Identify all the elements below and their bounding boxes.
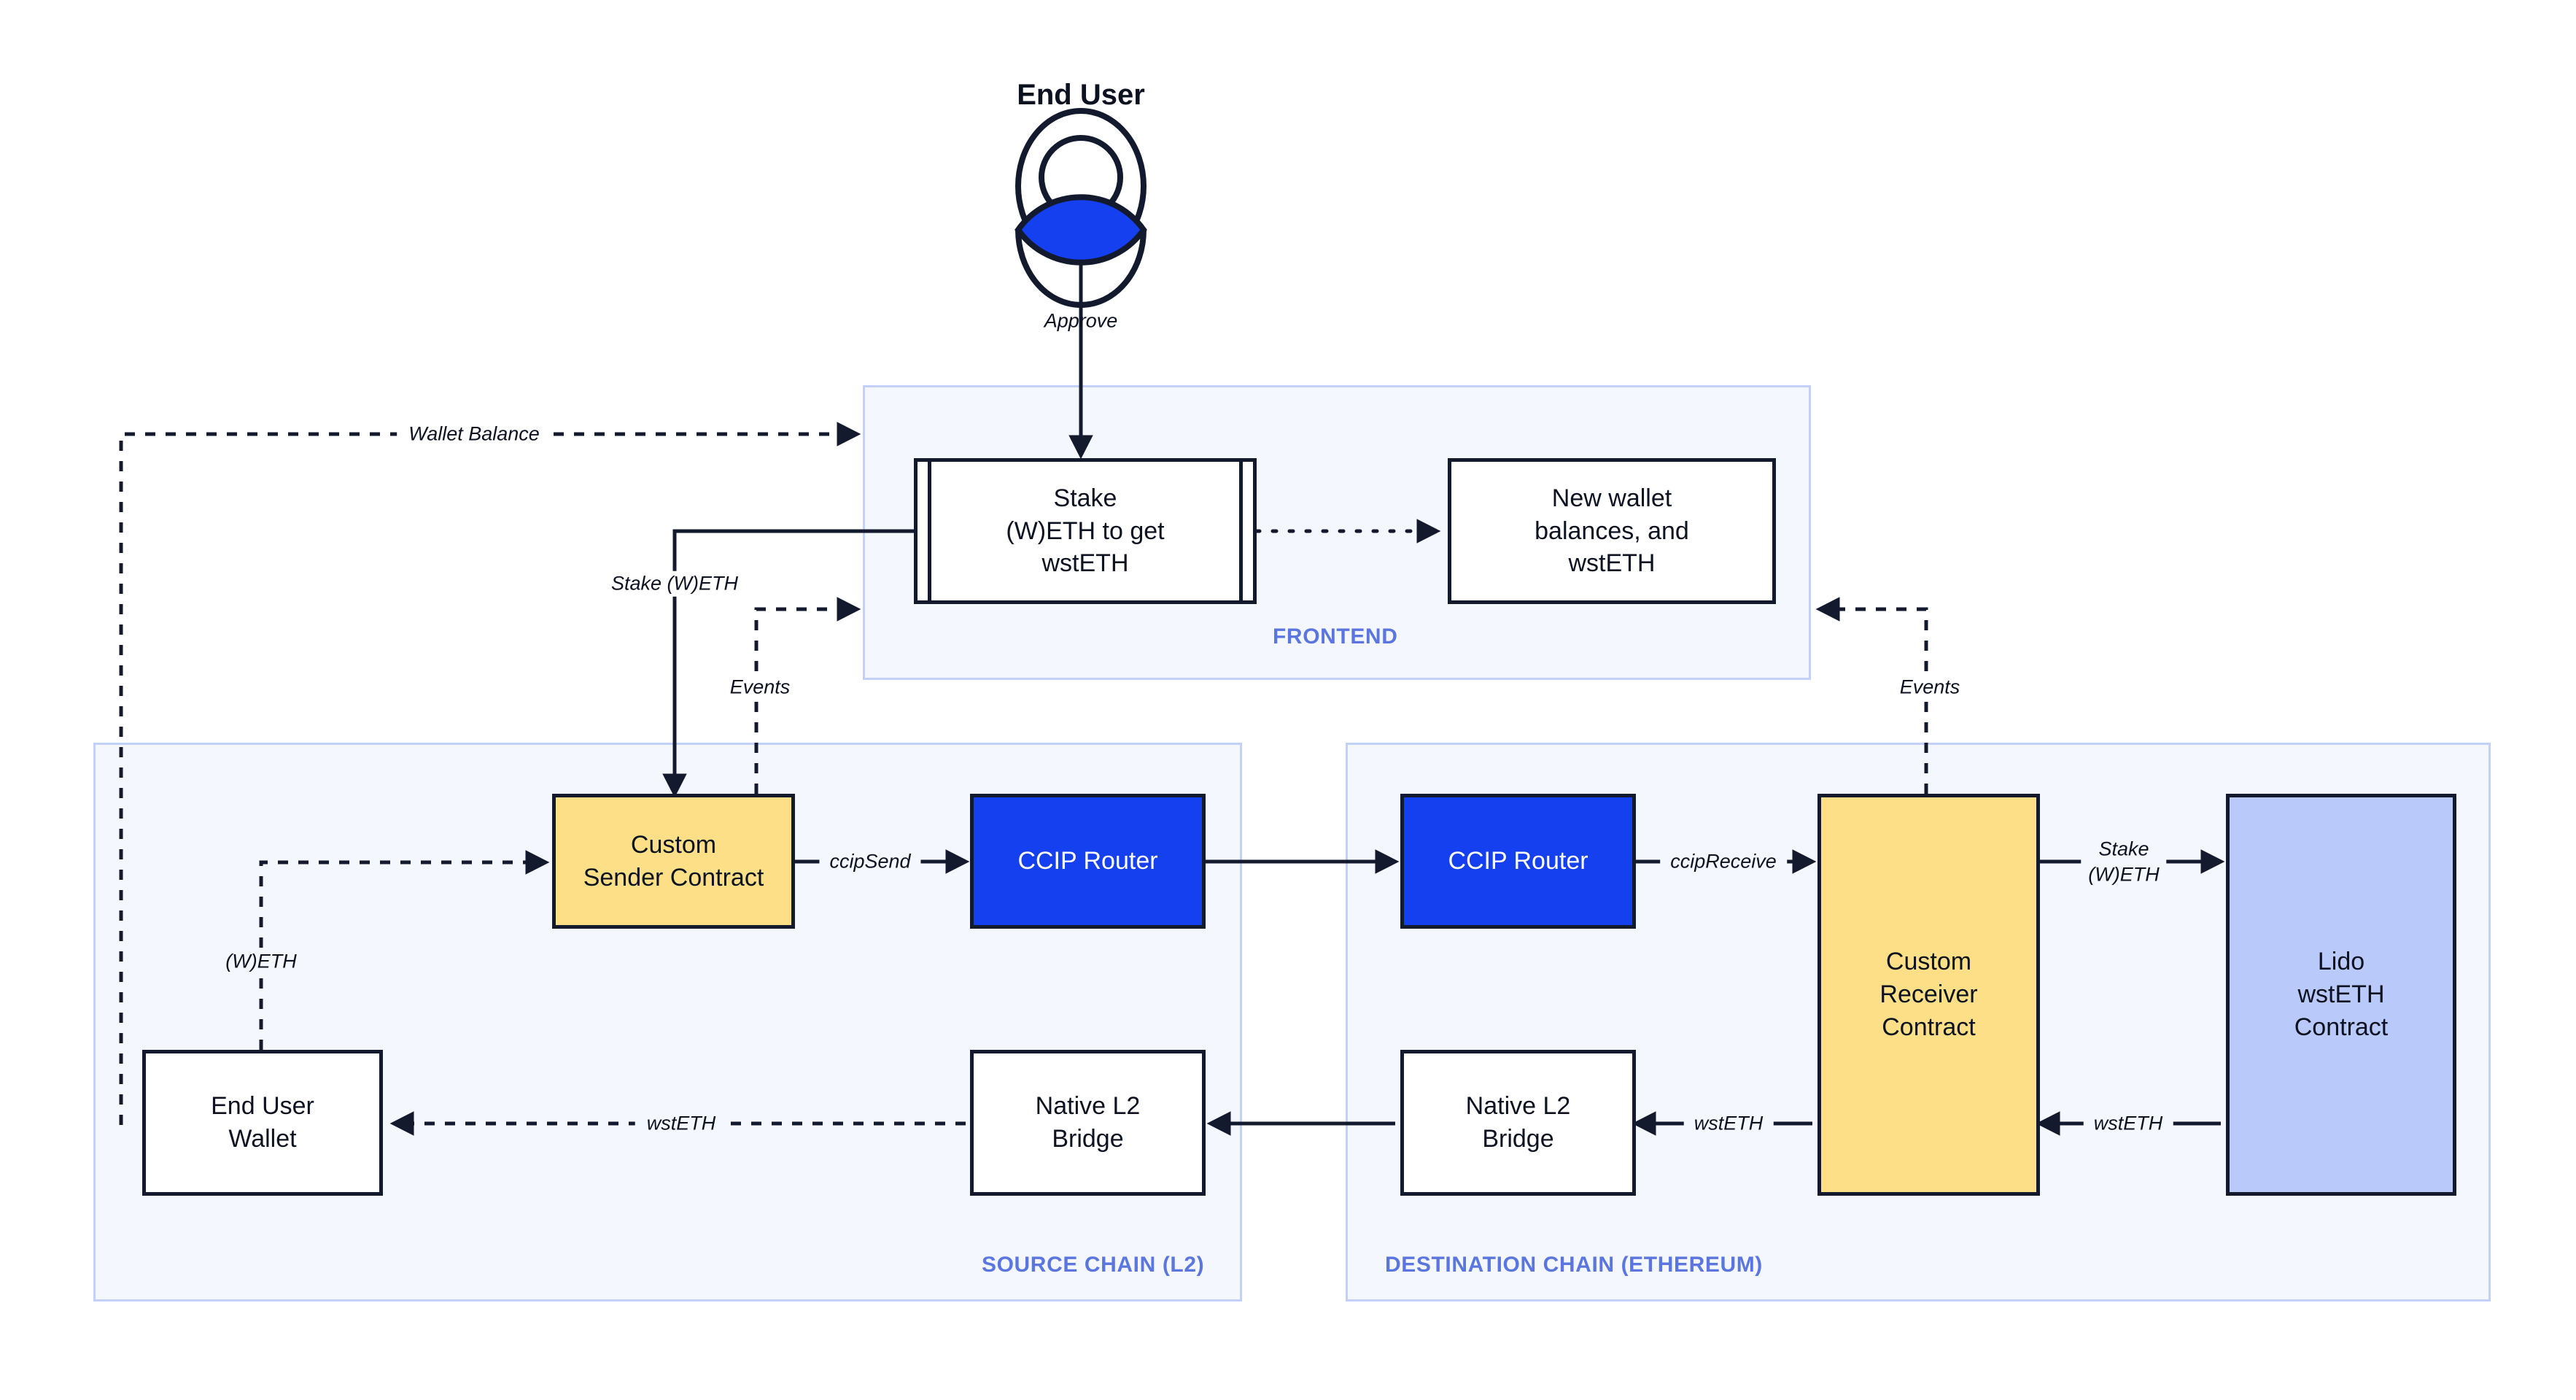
node-ccip-router-source[interactable]: CCIP Router	[970, 794, 1206, 929]
node-lido-contract[interactable]: Lido wstETH Contract	[2226, 794, 2456, 1196]
node-receiver-contract[interactable]: Custom Receiver Contract	[1817, 794, 2040, 1196]
edge-events-destination	[1815, 597, 1928, 794]
node-ccip-router-destination[interactable]: CCIP Router	[1400, 794, 1636, 929]
edge-events-source	[754, 597, 861, 794]
node-native-bridge-source[interactable]: Native L2 Bridge	[970, 1050, 1206, 1196]
user-avatar-icon	[1015, 108, 1147, 308]
node-native-bridge-source-label: Native L2 Bridge	[1035, 1092, 1141, 1153]
node-end-user-wallet[interactable]: End User Wallet	[142, 1050, 383, 1196]
node-new-balances-label: New wallet balances, and wstETH	[1535, 484, 1689, 578]
node-stake-ui-label: Stake (W)ETH to get wstETH	[1006, 484, 1165, 578]
node-sender-contract-label: Custom Sender Contract	[583, 830, 764, 892]
node-native-bridge-destination-label: Native L2 Bridge	[1465, 1092, 1571, 1153]
edge-label-weth: (W)ETH	[217, 948, 306, 975]
node-sender-contract[interactable]: Custom Sender Contract	[552, 794, 795, 929]
edge-label-ccip-send: ccipSend	[819, 848, 921, 875]
edge-label-events-destination: Events	[1890, 674, 1969, 700]
edge-stake-weth	[662, 529, 914, 798]
edge-label-wallet-balance: Wallet Balance	[397, 421, 551, 447]
node-native-bridge-destination[interactable]: Native L2 Bridge	[1400, 1050, 1636, 1196]
actor-end-user-label: End User	[1017, 79, 1145, 111]
edge-label-stake-weth-lido: Stake (W)ETH	[2081, 836, 2167, 887]
node-new-balances[interactable]: New wallet balances, and wstETH	[1448, 458, 1776, 604]
node-stake-ui[interactable]: Stake (W)ETH to get wstETH	[914, 458, 1257, 604]
edge-weth	[259, 850, 550, 1050]
node-receiver-contract-label: Custom Receiver Contract	[1879, 948, 1978, 1041]
zone-label-frontend: FRONTEND	[1273, 624, 1398, 649]
edge-label-events-source: Events	[721, 674, 799, 700]
edge-label-wsteth-wallet: wstETH	[635, 1110, 728, 1137]
node-lido-contract-label: Lido wstETH Contract	[2294, 948, 2389, 1041]
edge-label-wsteth-lido: wstETH	[2083, 1110, 2173, 1137]
zone-label-source-chain: SOURCE CHAIN (L2)	[982, 1253, 1205, 1277]
edge-label-approve: Approve	[1044, 309, 1118, 332]
node-ccip-router-source-label: CCIP Router	[1017, 847, 1158, 875]
edge-wallet-balance	[119, 422, 861, 1125]
zone-label-destination-chain: DESTINATION CHAIN (ETHEREUM)	[1385, 1253, 1763, 1277]
node-ccip-router-destination-label: CCIP Router	[1448, 847, 1588, 875]
edge-label-ccip-receive: ccipReceive	[1660, 848, 1787, 875]
node-end-user-wallet-label: End User Wallet	[211, 1092, 314, 1153]
edge-label-stake-weth: Stake (W)ETH	[602, 571, 748, 597]
edge-label-wsteth-bridge: wstETH	[1683, 1110, 1774, 1137]
